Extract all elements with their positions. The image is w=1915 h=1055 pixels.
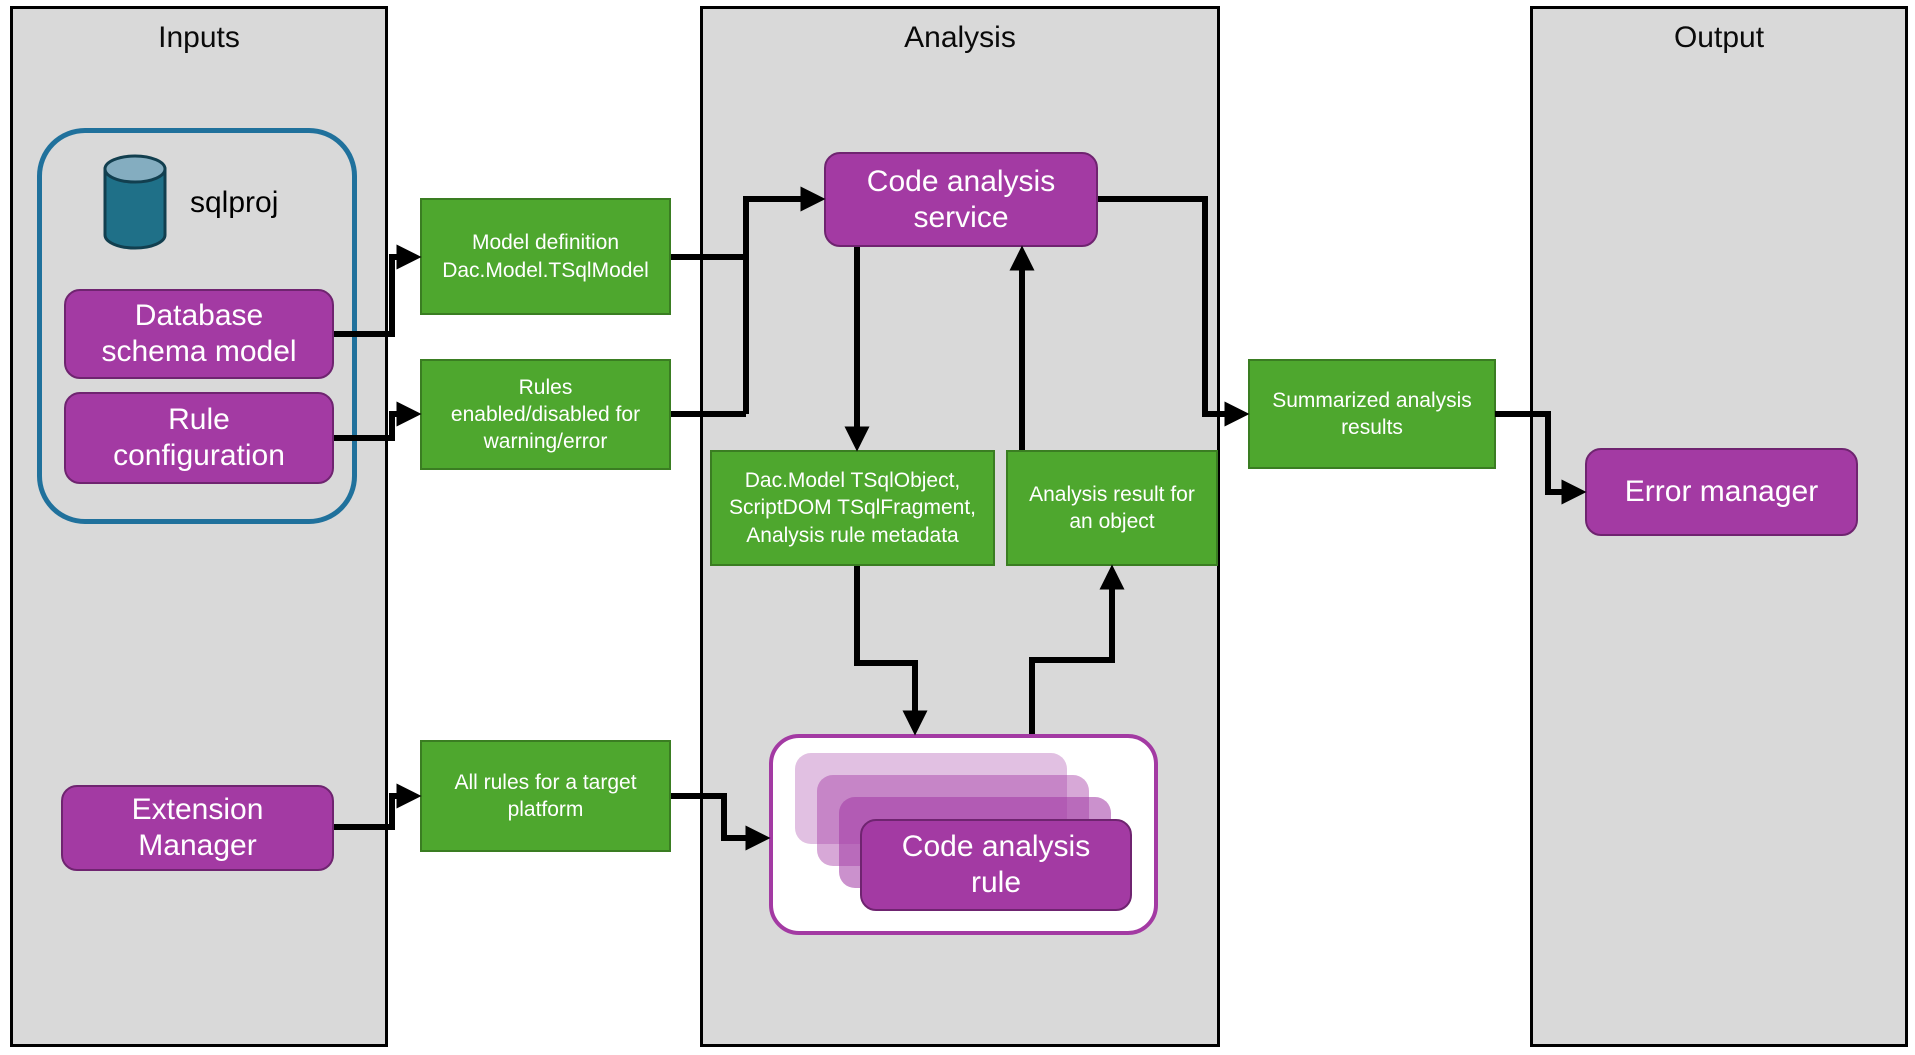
node-code-analysis-rule: Code analysis rule — [860, 819, 1132, 911]
database-cylinder-icon — [103, 154, 167, 250]
node-all-rules-for-target: All rules for a target platform — [420, 740, 671, 852]
node-extension-manager: Extension Manager — [61, 785, 334, 871]
panel-analysis-title: Analysis — [904, 21, 1016, 54]
sqlproj-label: sqlproj — [190, 186, 279, 219]
node-rule-configuration: Rule configuration — [64, 392, 334, 484]
panel-output-title: Output — [1673, 21, 1765, 54]
node-code-analysis-service: Code analysis service — [824, 152, 1098, 247]
node-database-schema-model: Database schema model — [64, 289, 334, 379]
node-error-manager: Error manager — [1585, 448, 1858, 536]
node-rules-enabled-disabled: Rules enabled/disabled for warning/error — [420, 359, 671, 470]
node-model-definition: Model definition Dac.Model.TSqlModel — [420, 198, 671, 315]
panel-inputs-title: Inputs — [158, 21, 240, 54]
node-summarized-results: Summarized analysis results — [1248, 359, 1496, 469]
node-analysis-result-object: Analysis result for an object — [1006, 450, 1218, 566]
node-tsql-object-metadata: Dac.Model TSqlObject, ScriptDOM TSqlFrag… — [710, 450, 995, 566]
panel-inputs: Inputs — [10, 6, 388, 1047]
